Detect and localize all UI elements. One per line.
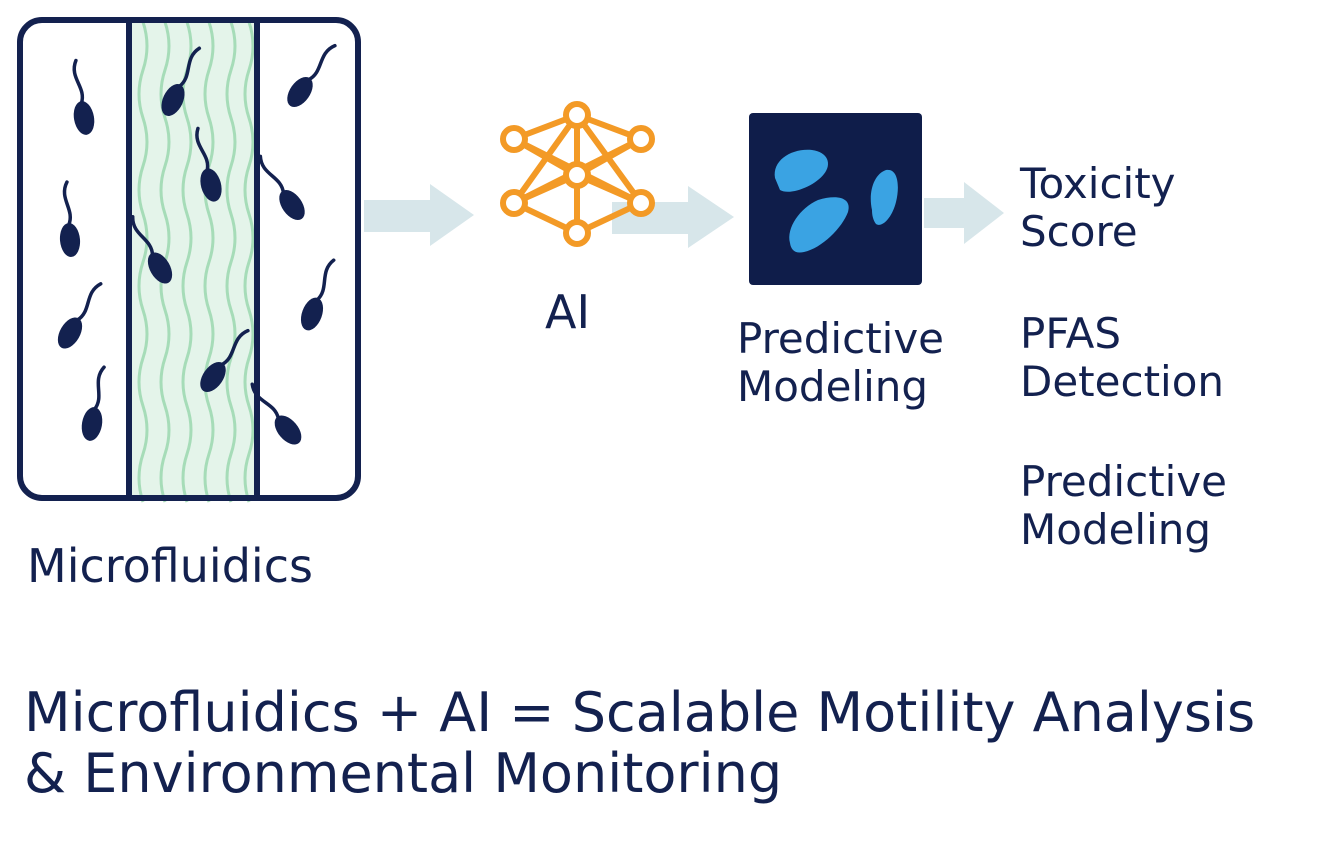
sperm-cell-icon <box>250 382 302 445</box>
sperm-cells <box>57 43 337 445</box>
sperm-cell-icon <box>200 328 250 393</box>
headline: Microfluidics + AI = Scalable Motility A… <box>24 682 1255 804</box>
particle-shape <box>870 169 898 225</box>
output-item-line1: PFAS <box>1020 309 1122 358</box>
predictive-modeling-line2: Modeling <box>737 362 929 412</box>
output-item-line2: Score <box>1020 207 1138 257</box>
ai-label: AI <box>545 285 591 339</box>
sperm-cell-icon <box>287 43 337 108</box>
output-item-line2: Detection <box>1020 357 1225 407</box>
output-item-toxicity: Toxicity Score <box>1020 159 1176 257</box>
headline-line1: Microfluidics + AI = Scalable Motility A… <box>24 681 1256 744</box>
sperm-cell-icon <box>81 365 106 441</box>
sperm-cell-icon <box>130 215 173 284</box>
predictive-model-image-icon <box>749 113 922 285</box>
predictive-modeling-label: Predictive Modeling <box>737 314 945 412</box>
chip-outline <box>17 17 361 501</box>
particle-shape <box>774 149 828 192</box>
microfluidics-label: Microfluidics <box>27 539 313 593</box>
output-item-line1: Toxicity <box>1020 159 1176 208</box>
right-arrow-icon <box>364 184 474 246</box>
neural-network-icon <box>500 101 655 247</box>
output-item-pfas: PFAS Detection <box>1020 309 1225 407</box>
sperm-cell-icon <box>195 126 222 202</box>
sperm-cell-icon <box>72 58 95 135</box>
sperm-cell-icon <box>57 282 103 349</box>
sperm-cell-icon <box>59 180 81 257</box>
output-item-line2: Modeling <box>1020 505 1212 555</box>
sperm-cell-icon <box>161 46 202 116</box>
predictive-modeling-line1: Predictive <box>737 314 945 363</box>
right-arrow-icon <box>612 186 734 248</box>
right-arrow-icon <box>924 182 1004 244</box>
sperm-cell-icon <box>300 258 336 331</box>
output-item-predictive: Predictive Modeling <box>1020 457 1228 555</box>
headline-line2: & Environmental Monitoring <box>24 742 783 806</box>
particle-shape <box>789 197 849 253</box>
sperm-cell-icon <box>258 154 305 221</box>
output-item-line1: Predictive <box>1020 457 1228 506</box>
